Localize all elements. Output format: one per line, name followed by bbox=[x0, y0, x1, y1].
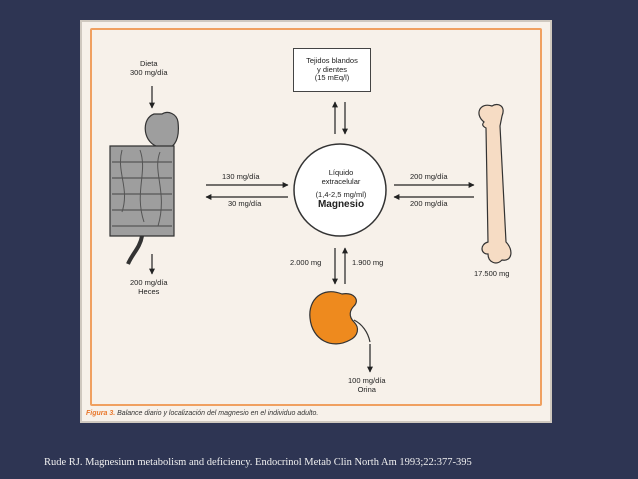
figure-border bbox=[90, 28, 542, 406]
ecf-to-gut-label: 30 mg/día bbox=[228, 199, 262, 208]
orina-value: 100 mg/día bbox=[348, 376, 386, 385]
bone-to-ecf-label: 200 mg/día bbox=[410, 199, 448, 208]
citation-text: Rude RJ. Magnesium metabolism and defici… bbox=[44, 457, 472, 468]
bone-store-label: 17.500 mg bbox=[474, 269, 510, 278]
diagram-graphics bbox=[109, 86, 512, 373]
ecf-line4: Magnesio bbox=[317, 199, 365, 210]
dieta-label: Dieta 300 mg/día bbox=[130, 59, 168, 77]
kidney-illustration bbox=[309, 291, 371, 345]
heces-title: Heces bbox=[138, 286, 160, 296]
dieta-title: Dieta bbox=[140, 59, 158, 68]
heces-value: 200 mg/día bbox=[130, 278, 168, 287]
caption-text: Balance diario y localización del magnes… bbox=[117, 410, 319, 417]
orina-title: Orina bbox=[357, 384, 376, 394]
dieta-value: 300 mg/día bbox=[130, 67, 168, 77]
ecf-line1: Líquido bbox=[328, 168, 354, 177]
tissue-line2: y dientes bbox=[316, 64, 348, 74]
ecf-line3: (1,4-2,5 mg/ml) bbox=[315, 190, 367, 199]
ecf-line2: extracelular bbox=[321, 177, 361, 186]
ecf-to-bone-label: 200 mg/día bbox=[410, 172, 448, 181]
heces-label: 200 mg/día Heces bbox=[130, 278, 168, 296]
tissue-line3: (15 mEq/l) bbox=[314, 73, 350, 83]
extracellular-fluid-label: Líquido extracelular (1,4-2,5 mg/ml) Mag… bbox=[296, 168, 386, 211]
extracellular-fluid-circle bbox=[293, 143, 387, 237]
to-kidney-label: 2.000 mg bbox=[290, 258, 322, 267]
caption-label: Figura 3. bbox=[86, 410, 116, 417]
gut-to-ecf-label: 130 mg/día bbox=[222, 172, 260, 181]
intestine-illustration bbox=[109, 111, 179, 265]
figure-caption: Figura 3. Balance diario y localización … bbox=[86, 410, 318, 417]
tissue-box: Tejidos blandos y dientes (15 mEq/l) bbox=[293, 48, 371, 92]
bone-illustration bbox=[478, 103, 512, 264]
tissue-line1: Tejidos blandos bbox=[306, 56, 358, 66]
figure-panel: Dieta 300 mg/día Tejidos blandos y dient… bbox=[80, 20, 552, 423]
orina-label: 100 mg/día Orina bbox=[348, 376, 386, 394]
from-kidney-label: 1.900 mg bbox=[352, 258, 384, 267]
